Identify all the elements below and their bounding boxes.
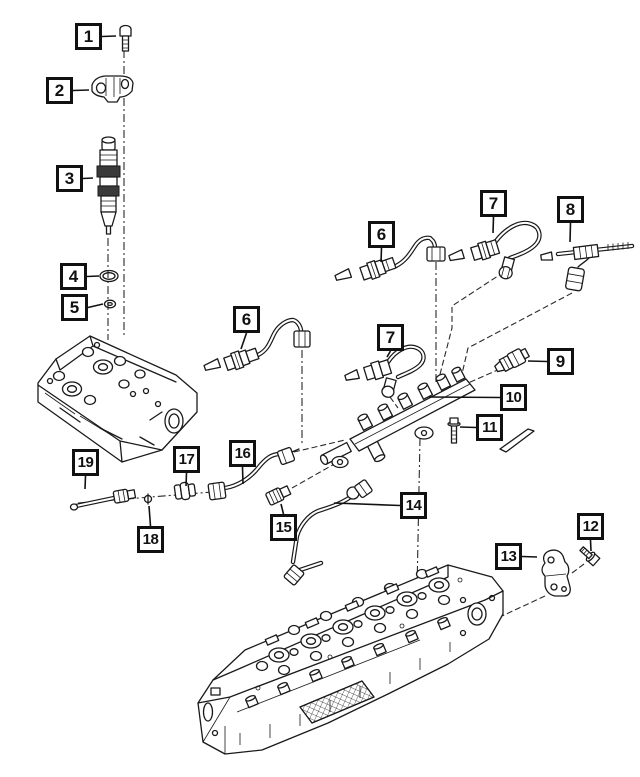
callout-16[interactable]: 16	[229, 440, 256, 467]
leader-line-13	[521, 555, 538, 558]
cylinder-head-upper-art	[37, 335, 198, 463]
part-17-fitting-art	[173, 481, 197, 501]
leader-line-10	[428, 396, 501, 399]
leader-line-5	[87, 303, 104, 309]
callout-15[interactable]: 15	[270, 514, 297, 541]
leader-line-6	[380, 247, 383, 263]
leader-line-6	[240, 332, 248, 350]
callout-17[interactable]: 17	[173, 446, 200, 473]
callout-7-2[interactable]: 7	[377, 324, 404, 351]
leader-line-7	[492, 216, 495, 234]
part-1-bolt-art	[119, 24, 132, 52]
callout-number: 17	[178, 451, 195, 468]
part-18-clip-art	[143, 493, 153, 505]
callout-number: 6	[376, 225, 387, 244]
callout-number: 14	[405, 497, 422, 514]
part-11-bolt-art	[447, 417, 461, 444]
leader-line-1	[101, 35, 117, 38]
leader-line-8	[569, 222, 572, 243]
part-16-return-line-art	[207, 446, 300, 501]
callout-number: 15	[275, 519, 292, 536]
part-7-lower-line-art	[344, 344, 426, 398]
callout-8[interactable]: 8	[557, 196, 584, 223]
callout-12[interactable]: 12	[577, 513, 604, 540]
callout-7[interactable]: 7	[480, 190, 507, 217]
callout-11[interactable]: 11	[476, 414, 503, 441]
part-3-injector-art	[96, 136, 121, 235]
callout-4[interactable]: 4	[60, 263, 87, 290]
callout-number: 7	[385, 328, 396, 347]
part-8-line-art	[540, 242, 635, 292]
callout-number: 19	[77, 454, 94, 471]
callout-number: 1	[83, 27, 94, 46]
callout-2[interactable]: 2	[46, 77, 73, 104]
callout-18[interactable]: 18	[137, 526, 164, 553]
callout-number: 5	[69, 298, 80, 317]
callout-number: 11	[482, 419, 497, 436]
leader-line-19	[84, 475, 87, 490]
part-4-oring-art	[99, 269, 119, 283]
part-11-strip-art	[499, 428, 535, 453]
callout-6-2[interactable]: 6	[233, 306, 260, 333]
leader-line-3	[82, 177, 94, 180]
callout-5[interactable]: 5	[61, 294, 88, 321]
part-7-upper-line-art	[448, 220, 542, 280]
cylinder-head-lower-art	[197, 564, 504, 755]
leader-line-15	[280, 503, 285, 515]
callout-number: 2	[54, 81, 65, 100]
leader-line-14	[333, 502, 401, 507]
part-6-upper-line-art	[334, 235, 446, 281]
callout-number: 18	[142, 531, 159, 548]
part-9-sensor-art	[494, 347, 530, 373]
part-5-seal-art	[103, 299, 117, 309]
leader-line-12	[589, 539, 592, 552]
leader-lines	[72, 35, 592, 558]
part-6-lower-line-art	[203, 317, 311, 372]
callout-number: 3	[64, 169, 75, 188]
callout-10[interactable]: 10	[500, 384, 527, 411]
callout-14[interactable]: 14	[400, 492, 427, 519]
leader-line-18	[148, 505, 152, 527]
leader-line-17	[185, 472, 188, 487]
leader-line-4	[86, 275, 100, 278]
leader-line-11	[459, 426, 477, 429]
callout-number: 8	[565, 200, 576, 219]
part-2-clamp-art	[91, 75, 134, 103]
part-12-bolt-art	[579, 546, 601, 567]
callout-6[interactable]: 6	[368, 221, 395, 248]
callout-number: 16	[234, 445, 251, 462]
leader-line-7	[386, 350, 392, 358]
part-19-tube-art	[69, 488, 137, 511]
callout-number: 9	[555, 352, 566, 371]
callout-3[interactable]: 3	[56, 165, 83, 192]
callout-13[interactable]: 13	[495, 543, 522, 570]
callout-9[interactable]: 9	[547, 348, 574, 375]
callout-number: 13	[500, 548, 517, 565]
callout-number: 12	[582, 518, 599, 535]
part-15-plug-art	[265, 485, 292, 506]
callout-number: 4	[68, 267, 79, 286]
leader-line-9	[527, 360, 548, 363]
part-13-bracket-art	[541, 549, 571, 597]
callout-19[interactable]: 19	[72, 449, 99, 476]
leader-line-2	[72, 89, 90, 92]
callout-number: 10	[505, 389, 522, 406]
callout-number: 6	[241, 310, 252, 329]
leader-line-16	[241, 466, 244, 485]
callout-number: 7	[488, 194, 499, 213]
callout-1[interactable]: 1	[75, 23, 102, 50]
part-10-fuel-rail-art	[319, 366, 476, 469]
